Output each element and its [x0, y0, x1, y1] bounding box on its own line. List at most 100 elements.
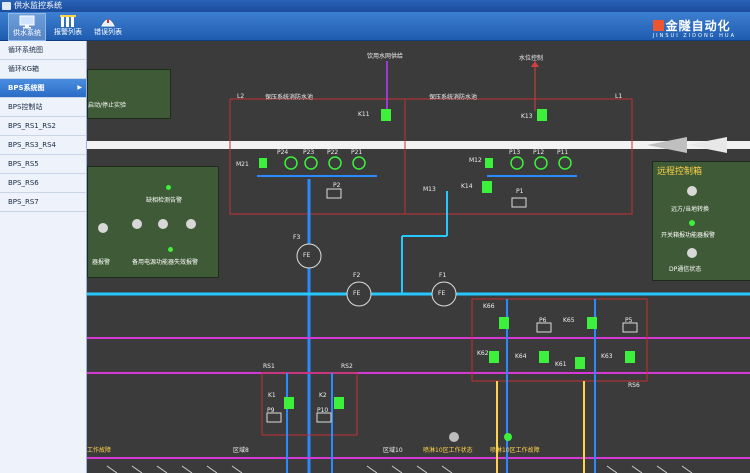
- window-title: 供水监控系统: [14, 1, 62, 10]
- f3-label: F3: [293, 234, 301, 241]
- bps-diagram-canvas: 启动/停止实验 缺相检测告警 器报警 备用电源功能器失效报警 远程控制箱 远方/…: [87, 41, 750, 473]
- indicator-lamp: [132, 219, 142, 229]
- remote-control-panel: 远程控制箱 远方/当地转换 开关箱报功能器报警 DP通信状态: [652, 161, 750, 281]
- zone8-label: 区域8: [233, 447, 249, 454]
- k13-label: K13: [521, 113, 533, 120]
- status-lamp: [689, 220, 695, 226]
- k63-label: K63: [601, 353, 613, 360]
- alarm-list-label: 报警列表: [54, 28, 82, 36]
- error-list-label: 错误列表: [94, 28, 122, 36]
- p5-label: P5: [625, 317, 633, 324]
- logo-subtext: JINSUI ZIDONG HUA: [652, 33, 736, 39]
- left-top-panel: 启动/停止实验: [87, 69, 171, 119]
- alarm-list-button[interactable]: 报警列表: [50, 13, 86, 39]
- left-tank-outline: [229, 98, 406, 215]
- remote-panel-title: 远程控制箱: [657, 167, 703, 177]
- company-logo: 金隧自动化 JINSUI ZIDONG HUA: [652, 15, 736, 39]
- sidebar-item-bps-rs1-rs2[interactable]: BPS_RS1_RS2: [0, 117, 86, 136]
- p12-label: P12: [533, 149, 545, 156]
- alarm-list-icon: [60, 15, 76, 27]
- p13-label: P13: [509, 149, 521, 156]
- rs1-label: RS1: [263, 363, 275, 370]
- work-fault-label: 工作故障: [87, 447, 112, 454]
- p2-label: P2: [333, 182, 341, 189]
- fire-water-supply-label: 饮用水网供给: [367, 53, 404, 60]
- k2-label: K2: [319, 392, 327, 399]
- status-lamp: [166, 185, 171, 190]
- p10-label: P10: [317, 407, 329, 414]
- pipeline-diagram: [87, 61, 750, 473]
- app-icon: [2, 2, 11, 10]
- zone10-label: 区域10: [383, 447, 403, 454]
- water-system-button[interactable]: 供水系统: [8, 13, 46, 41]
- rs2-label: RS2: [341, 363, 353, 370]
- k11-label: K11: [358, 111, 370, 118]
- sidebar-item-bps-diagram[interactable]: BPS系统图: [0, 79, 86, 98]
- m12-label: M12: [469, 157, 482, 164]
- water-level-control-label: 水位控制: [519, 55, 544, 62]
- title-bar: 供水监控系统: [0, 0, 750, 12]
- sidebar-item-bps-rs5[interactable]: BPS_RS5: [0, 155, 86, 174]
- status-lamp: [168, 247, 173, 252]
- k64-label: K64: [515, 353, 527, 360]
- fe2-label: FE: [353, 290, 361, 297]
- k65-label: K65: [563, 317, 575, 324]
- main-pipe: [87, 141, 750, 149]
- left-alarm-panel: 缺相检测告警 器报警 备用电源功能器失效报警: [87, 166, 219, 278]
- p1-label: P1: [516, 188, 524, 195]
- indicator-lamp: [687, 248, 697, 258]
- water-system-label: 供水系统: [13, 29, 41, 37]
- sidebar-item-cycle-diagram[interactable]: 循环系统图: [0, 41, 86, 60]
- k61-label: K61: [555, 361, 567, 368]
- sidebar: 循环系统图 循环KG箱 BPS系统图 BPS控制站 BPS_RS1_RS2 BP…: [0, 41, 87, 473]
- device-alarm-label: 器报警: [92, 259, 111, 266]
- l2-label: L2: [237, 93, 245, 100]
- f2-label: F2: [353, 272, 361, 279]
- indicator-lamp: [158, 219, 168, 229]
- flow-arrow-icon: [647, 137, 687, 153]
- indicator-lamp: [186, 219, 196, 229]
- sidebar-item-bps-control-station[interactable]: BPS控制站: [0, 98, 86, 117]
- left-tank-title: 保压系统消防水池: [265, 94, 314, 101]
- start-stop-label: 启动/停止实验: [88, 102, 127, 109]
- phase-alarm-label: 缺相检测告警: [146, 197, 183, 204]
- logo-text: 金隧自动化: [665, 19, 731, 33]
- flow-arrow-icon: [687, 137, 727, 153]
- indicator-lamp: [98, 223, 108, 233]
- p24-label: P24: [277, 149, 289, 156]
- backup-power-alarm-label: 备用电源功能器失效报警: [132, 259, 199, 266]
- sidebar-item-bps-rs7[interactable]: BPS_RS7: [0, 193, 86, 212]
- remote-local-label: 远方/当地转换: [671, 206, 710, 213]
- fe3-label: FE: [303, 252, 311, 259]
- switch-box-alarm-label: 开关箱报功能器报警: [661, 232, 716, 239]
- m13-label: M13: [423, 186, 436, 193]
- zone10-work-status-label: 喷淋10区工作状态: [423, 447, 473, 454]
- p11-label: P11: [557, 149, 569, 156]
- p9-label: P9: [267, 407, 275, 414]
- m21-label: M21: [236, 161, 249, 168]
- logo-mark-icon: [652, 20, 664, 31]
- p6-label: P6: [539, 317, 547, 324]
- l1-label: L1: [615, 93, 623, 100]
- error-list-icon: [101, 19, 115, 27]
- monitor-icon: [19, 15, 35, 29]
- p23-label: P23: [303, 149, 315, 156]
- error-list-button[interactable]: 错误列表: [90, 13, 126, 39]
- p22-label: P22: [327, 149, 339, 156]
- indicator-lamp: [687, 186, 697, 196]
- right-tank-outline: [404, 98, 633, 215]
- sidebar-item-bps-rs3-rs4[interactable]: BPS_RS3_RS4: [0, 136, 86, 155]
- k14-label: K14: [461, 183, 473, 190]
- fe1-label: FE: [438, 290, 446, 297]
- toolbar: 供水系统 报警列表 错误列表 金隧自动化 JINSUI ZIDONG HUA: [0, 12, 750, 41]
- zone10-fault-label: 喷淋10区工作故障: [490, 447, 540, 454]
- p21-label: P21: [351, 149, 363, 156]
- dp-comm-label: DP通信状态: [669, 266, 702, 273]
- f1-label: F1: [439, 272, 447, 279]
- sidebar-item-bps-rs6[interactable]: BPS_RS6: [0, 174, 86, 193]
- rs6-label: RS6: [628, 382, 640, 389]
- k1-label: K1: [268, 392, 276, 399]
- sidebar-item-cycle-kg-box[interactable]: 循环KG箱: [0, 60, 86, 79]
- k62-label: K62: [477, 350, 489, 357]
- right-tank-title: 保压系统消防水池: [429, 94, 478, 101]
